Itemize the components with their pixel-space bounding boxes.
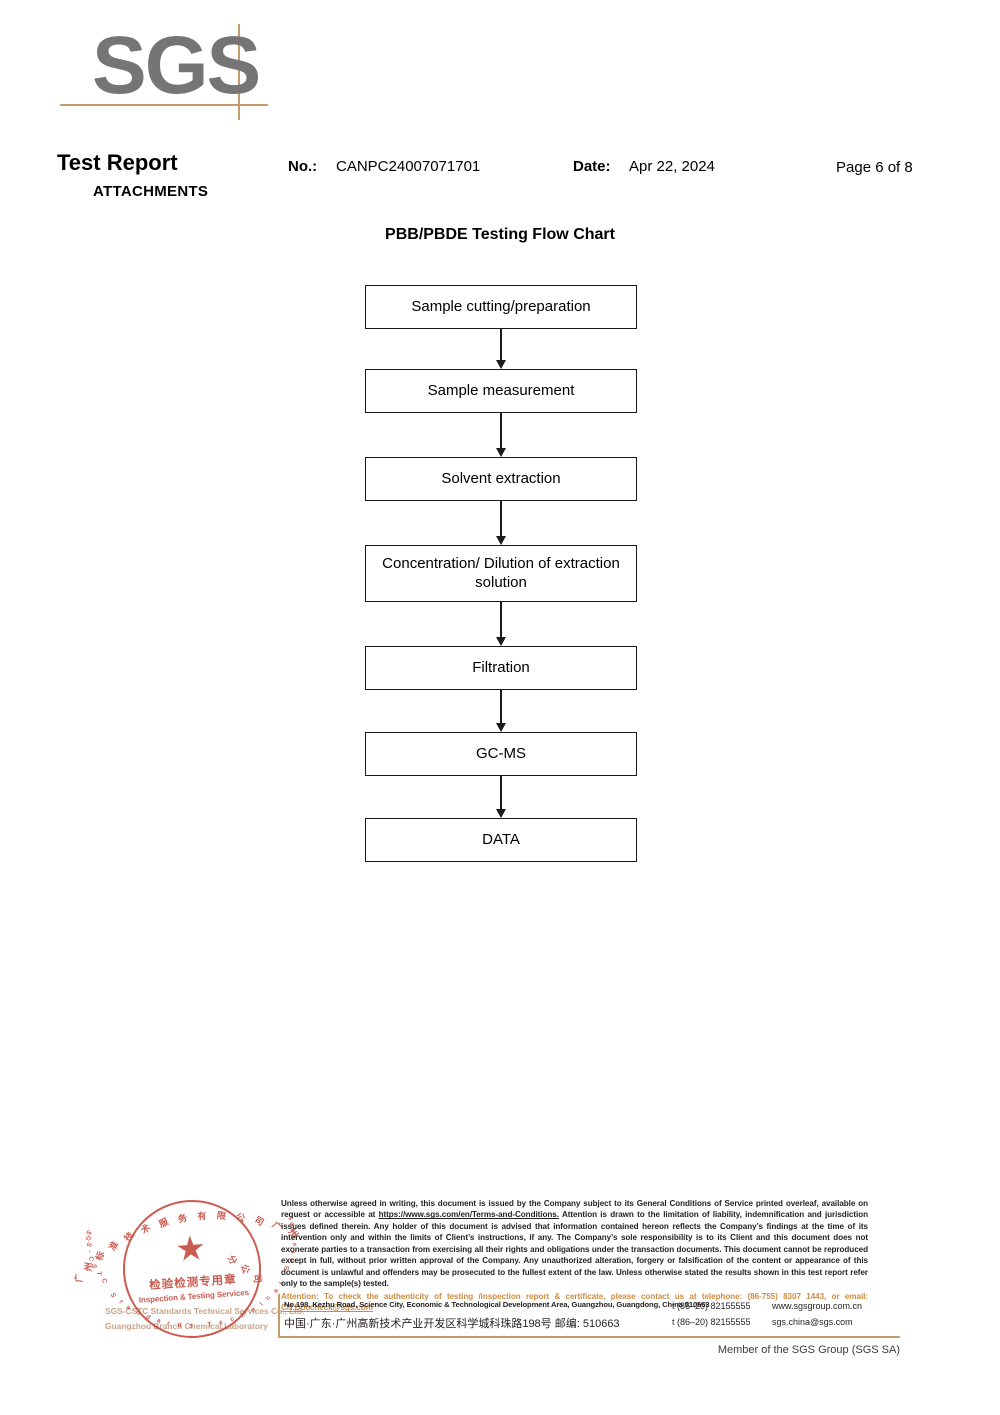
flow-node-label: Sample cutting/preparation	[411, 297, 591, 315]
attention-notice: Attention: To check the authenticity of …	[281, 1291, 868, 1314]
legal-paragraph-2: Attention is drawn to the limitation of …	[281, 1210, 868, 1289]
flow-node-sample-measurement: Sample measurement	[365, 369, 637, 413]
legal-paragraph-1: Unless otherwise agreed in writing, this…	[281, 1199, 868, 1220]
terms-and-conditions-link[interactable]: https://www.sgs.com/en/Terms-and-Conditi…	[378, 1210, 559, 1220]
flow-node-label: GC-MS	[476, 744, 526, 762]
flow-arrow-6	[365, 776, 637, 818]
logo-wordmark: SGS	[92, 20, 261, 111]
logo-horizontal-rule	[60, 104, 268, 106]
report-no-label: No.:	[288, 158, 318, 175]
address-english: No.198, Kezhu Road, Science City, Econom…	[284, 1300, 710, 1309]
flow-arrow-3	[365, 501, 637, 545]
page-footer: SGS-CSTC Standards Technical Services Co…	[0, 1190, 1000, 1415]
flow-node-label: Filtration	[472, 658, 530, 676]
report-no-value: CANPC24007071701	[336, 158, 481, 175]
page-number: Page 6 of 8	[836, 159, 913, 176]
sgs-logo: SGS	[60, 20, 290, 122]
contact-email[interactable]: sgs.china@sgs.com	[772, 1317, 853, 1327]
legal-disclaimer: Unless otherwise agreed in writing, this…	[281, 1198, 868, 1314]
page-title: Test Report	[57, 150, 178, 175]
telephone-2: t (86–20) 82155555	[672, 1317, 751, 1327]
star-icon: ★	[174, 1229, 208, 1270]
stamp-faded-company-text: SGS-CSTC Standards Technical Services Co…	[105, 1304, 305, 1333]
stamp-faded-line-2: Guangzhou Branch Chemical Laboratory	[105, 1320, 268, 1331]
flow-node-solvent-extraction: Solvent extraction	[365, 457, 637, 501]
flow-chart: Sample cutting/preparation Sample measur…	[365, 285, 639, 862]
flow-node-sample-cutting: Sample cutting/preparation	[365, 285, 637, 329]
flow-chart-title: PBB/PBDE Testing Flow Chart	[385, 226, 615, 243]
flow-arrow-1	[365, 329, 637, 369]
flow-node-label: DATA	[482, 830, 520, 848]
flow-arrow-4	[365, 602, 637, 646]
attention-text: Attention: To check the authenticity of …	[281, 1291, 868, 1301]
report-date-label: Date:	[573, 158, 611, 175]
member-of-sgs-group: Member of the SGS Group (SGS SA)	[717, 1344, 900, 1356]
flow-node-concentration-dilution: Concentration/ Dilution of extraction so…	[365, 545, 637, 602]
flow-node-label: Concentration/ Dilution of extraction so…	[382, 554, 620, 591]
footer-horizontal-rule	[278, 1336, 900, 1338]
logo-vertical-rule	[238, 24, 240, 120]
footer-vertical-divider	[278, 1294, 280, 1338]
stamp-faded-line-1: SGS-CSTC Standards Technical Services Co…	[105, 1306, 305, 1316]
report-date-value: Apr 22, 2024	[629, 158, 715, 175]
flow-node-data: DATA	[365, 818, 637, 862]
flow-arrow-2	[365, 413, 637, 457]
doccheck-email-link[interactable]: CN.Doccheck@sgs.com	[281, 1303, 373, 1313]
flow-arrow-5	[365, 690, 637, 732]
address-chinese: 中国·广东·广州高新技术产业开发区科学城科珠路198号 邮编: 510663	[284, 1318, 620, 1330]
website-url[interactable]: www.sgsgroup.com.cn	[772, 1301, 863, 1311]
page-subtitle: ATTACHMENTS	[93, 183, 209, 200]
flow-node-label: Solvent extraction	[441, 469, 561, 487]
flow-node-filtration: Filtration	[365, 646, 637, 690]
flow-node-label: Sample measurement	[427, 381, 575, 399]
company-stamp: SGS-CSTC Standards Technical Services Co…	[74, 1195, 305, 1346]
telephone-1: t (86–20) 82155555	[672, 1301, 751, 1311]
flow-node-gc-ms: GC-MS	[365, 732, 637, 776]
